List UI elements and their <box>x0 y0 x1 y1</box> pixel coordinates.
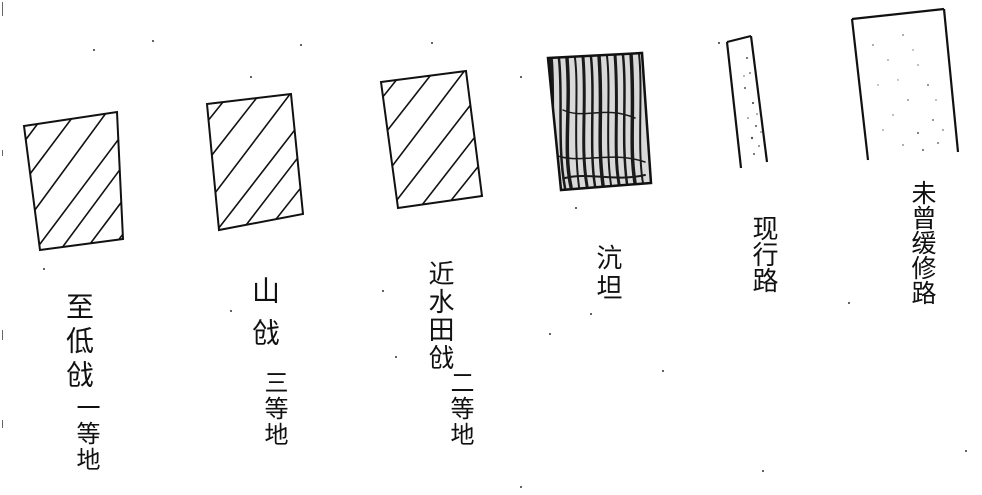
paper-speck <box>965 450 967 452</box>
scan-edge-mark <box>2 420 3 428</box>
paper-speck <box>230 310 232 312</box>
legend-label: 山戗 <box>248 276 281 360</box>
paper-speck <box>718 42 720 44</box>
legend-grade-label: 一等地 <box>72 395 100 473</box>
legend-grade-label: 三等地 <box>260 370 288 448</box>
scan-edge-mark <box>2 2 3 16</box>
scan-edge-mark <box>2 150 3 156</box>
paper-speck <box>762 470 764 472</box>
paper-speck <box>520 76 522 78</box>
paper-speck <box>431 42 433 44</box>
legend-swatch-hatched-1 <box>22 110 125 252</box>
paper-speck <box>43 268 45 270</box>
paper-speck <box>300 44 302 46</box>
paper-speck <box>520 486 522 488</box>
legend-label: 近水田戗 <box>424 260 454 372</box>
legend-swatch-faint-stipple <box>850 7 960 161</box>
paper-speck <box>848 302 850 304</box>
legend-label: 现行路 <box>748 215 778 293</box>
scan-edge-mark <box>2 330 3 340</box>
legend-swatch-hatched-3 <box>379 69 484 210</box>
paper-speck <box>93 49 95 51</box>
legend-label: 未曾缓修路 <box>908 180 937 305</box>
paper-speck <box>662 370 664 372</box>
paper-speck <box>382 290 384 292</box>
legend-grade-label: 二等地 <box>446 370 474 448</box>
paper-speck <box>250 76 252 78</box>
paper-speck <box>575 207 577 209</box>
legend-swatch-scribble <box>546 51 653 192</box>
legend-swatch-hatched-2 <box>205 92 305 232</box>
legend-swatch-narrow-stipple <box>725 35 769 169</box>
paper-speck <box>590 313 592 315</box>
paper-speck <box>152 40 154 42</box>
legend-label: 至低戗 <box>62 292 95 394</box>
paper-speck <box>549 333 551 335</box>
paper-speck <box>395 356 397 358</box>
legend-label: 沆坦 <box>592 244 622 304</box>
